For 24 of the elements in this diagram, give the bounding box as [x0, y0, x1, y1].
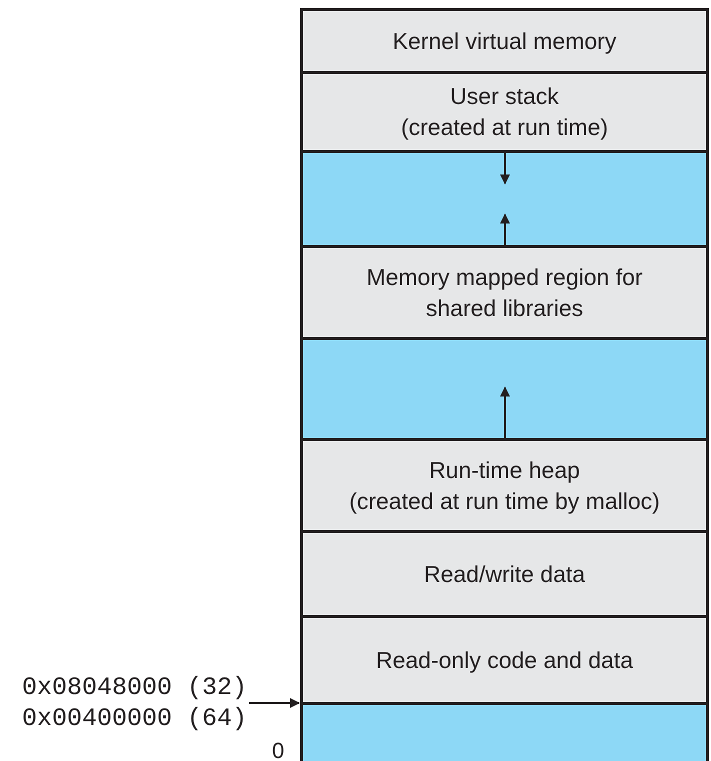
memory-segment: [300, 530, 709, 618]
address-label: 0x00400000 (64): [22, 703, 248, 734]
segment-label: Run-time heap: [429, 456, 580, 485]
free-memory-band: [300, 150, 709, 248]
segment-label: (created at run time by malloc): [349, 486, 660, 516]
memory-segment: [300, 71, 709, 153]
address-label: 0: [272, 738, 284, 761]
memory-segment: [300, 615, 709, 705]
segment-label: Read-only code and data: [376, 646, 634, 675]
address-label: 0x08048000 (32): [22, 672, 248, 703]
segment-label: User stack: [450, 82, 559, 111]
segment-label: Kernel virtual memory: [392, 26, 616, 56]
free-memory-band: [300, 337, 709, 441]
arrow: [500, 386, 510, 440]
segment-label: Read/write data: [424, 560, 586, 588]
arrow: [500, 214, 510, 246]
segment-label: Memory mapped region for shared libraries: [365, 262, 644, 322]
memory-segment: [300, 438, 709, 533]
memory-segment: [300, 8, 709, 74]
free-memory-band: [300, 702, 709, 761]
arrow: [249, 698, 300, 708]
arrow: [500, 152, 510, 184]
segment-label: (created at run time): [400, 113, 608, 142]
memory-segment: [300, 245, 709, 340]
